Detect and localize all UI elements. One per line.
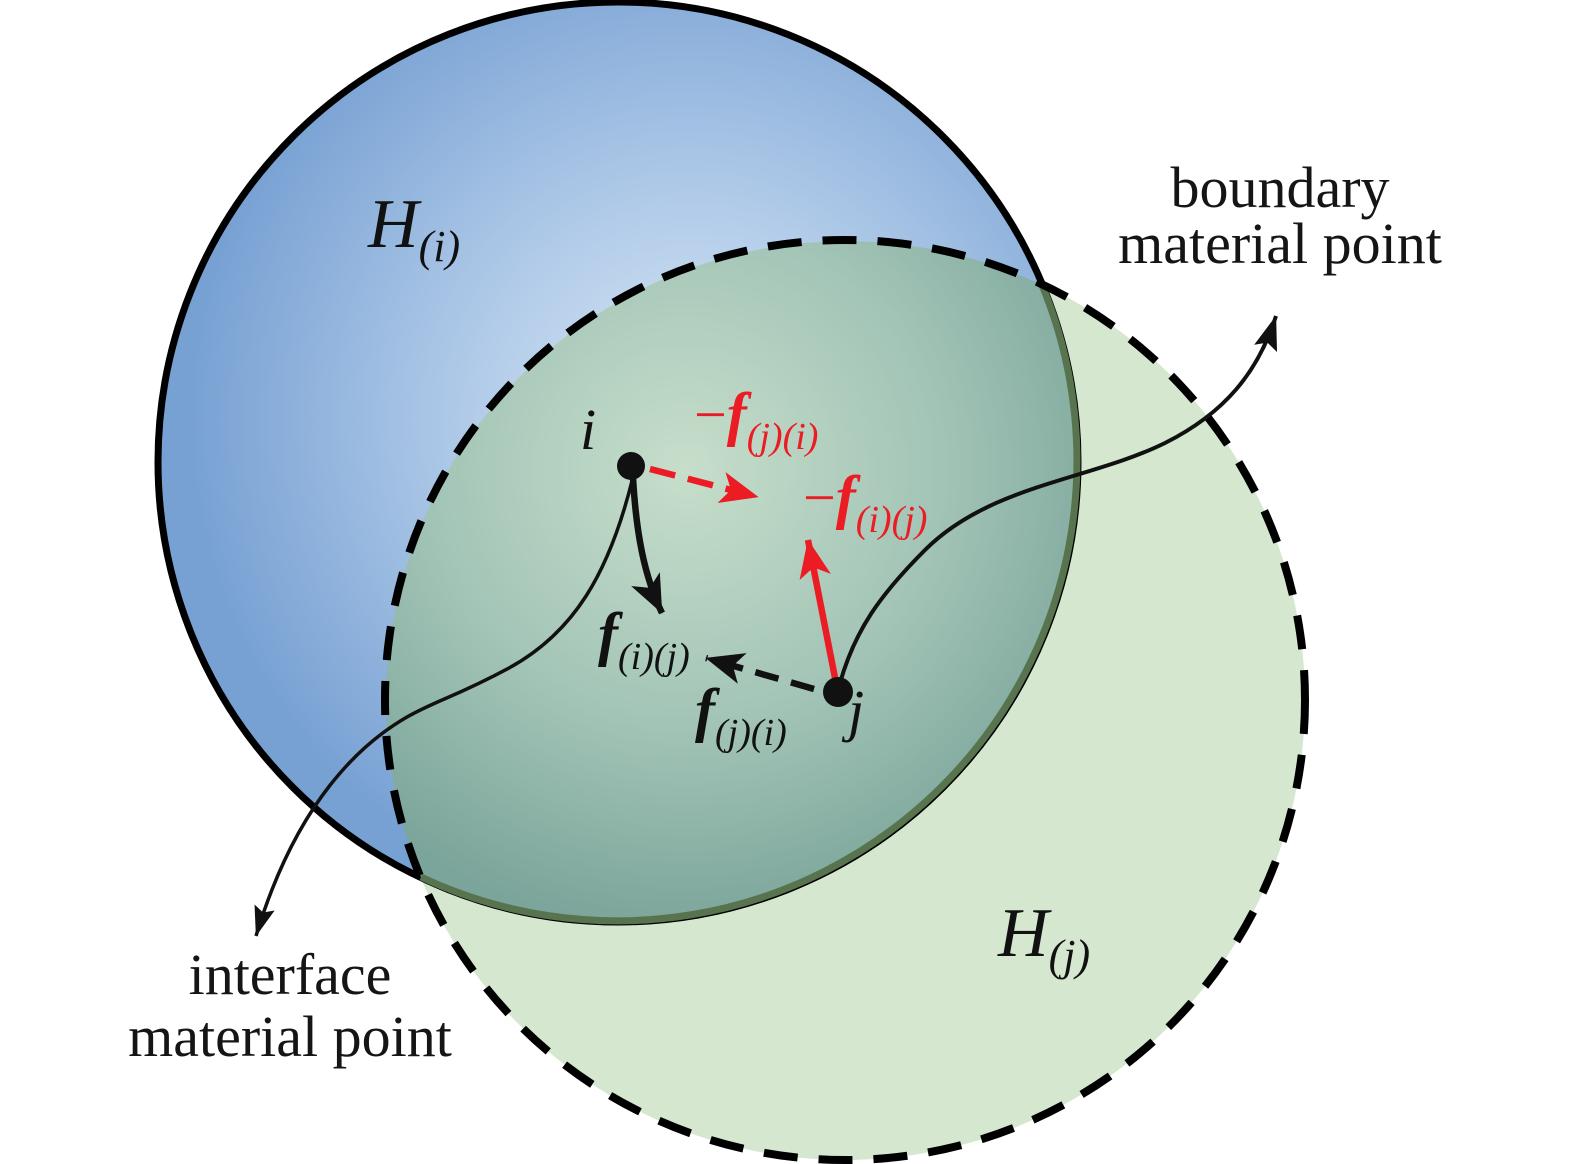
leader-boundary-material-point	[838, 315, 1278, 684]
annotation-boundary-material-point-line2: material point	[1118, 211, 1442, 276]
label-neg-f-i-j: −f(i)(j)	[803, 464, 927, 541]
label-horizon-i: H(i)	[367, 186, 460, 271]
annotation-interface-material-point-line1: interface	[189, 942, 392, 1007]
material-point-i-dot	[617, 452, 645, 480]
force-arrow-neg-f-j-i	[649, 465, 759, 503]
force-arrow-neg-f-i-j	[799, 539, 841, 689]
horizon-overlap-region	[386, 241, 1077, 921]
material-point-j-dot	[823, 677, 853, 707]
horizon-j-dashed-boundary	[381, 236, 1309, 1164]
label-neg-f-j-i: −f(j)(i)	[694, 381, 818, 458]
annotation-interface-material-point-line2: material point	[128, 1004, 452, 1069]
horizon-i-arc-inside-j	[419, 283, 1081, 925]
annotation-boundary-material-point-line1: boundary	[1170, 155, 1389, 220]
force-arrow-f-i-j	[629, 476, 665, 615]
force-arrow-f-j-i	[705, 653, 815, 693]
label-horizon-j: H(j)	[997, 895, 1090, 980]
leader-interface-material-point	[254, 476, 635, 937]
label-point-i: i	[580, 397, 596, 462]
